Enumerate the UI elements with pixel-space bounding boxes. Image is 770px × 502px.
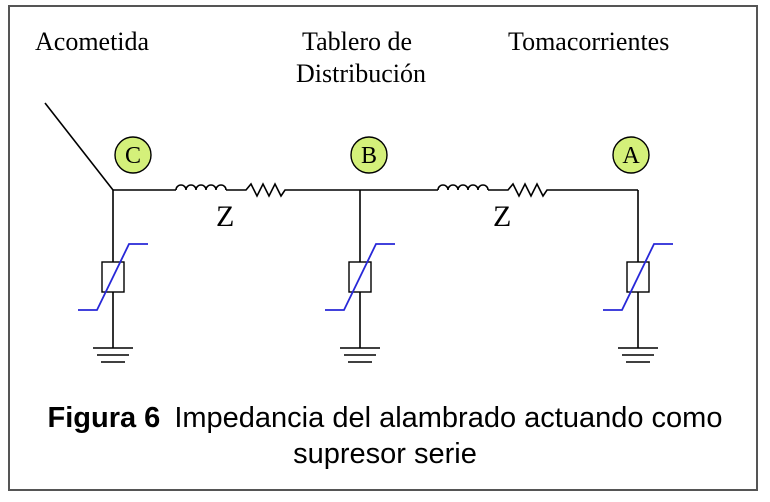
node-c-label: C (125, 143, 141, 169)
caption-line1-text: Impedancia del alambrado actuando como (174, 402, 722, 434)
impedance-label-1: Z (216, 200, 234, 233)
resistor-2 (488, 182, 555, 198)
figure-frame (8, 5, 758, 491)
branch-c (78, 190, 148, 363)
caption-line2: supresor serie (293, 438, 477, 470)
impedance-label-2: Z (493, 200, 511, 233)
varistor-b-curve (325, 243, 395, 311)
label-acometida: Acometida (35, 27, 150, 56)
caption-figure-label: Figura 6 (48, 402, 161, 434)
node-a: A (612, 136, 650, 174)
label-tablero-line2: Distribución (296, 59, 426, 88)
branch-b (325, 190, 395, 363)
label-tomacorrientes: Tomacorrientes (508, 27, 669, 56)
varistor-c-curve (78, 243, 148, 311)
service-drop-line (44, 102, 114, 191)
varistor-a-curve (603, 243, 673, 311)
node-c: C (114, 136, 152, 174)
node-a-label: A (622, 143, 640, 169)
caption-line1: Figura 6 Impedancia del alambrado actuand… (48, 402, 723, 434)
label-tablero-line1: Tablero de (302, 27, 412, 56)
inductor-1 (175, 184, 227, 191)
node-b: B (350, 136, 388, 174)
branch-a (603, 190, 673, 363)
node-b-label: B (361, 143, 377, 169)
resistor-1 (226, 182, 293, 198)
inductor-2 (437, 184, 489, 191)
